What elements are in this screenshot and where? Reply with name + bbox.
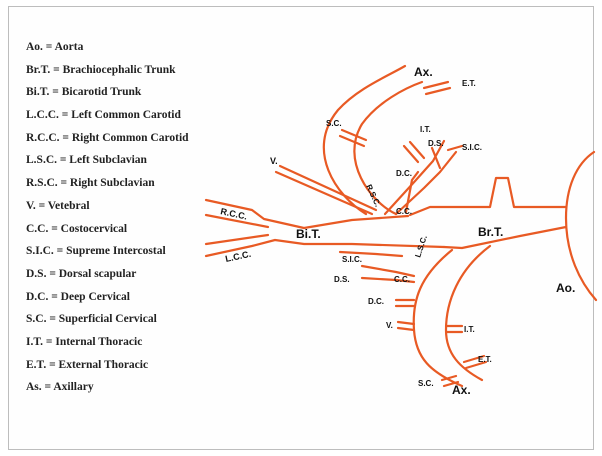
vertebral-upper-2 <box>278 164 378 212</box>
ds-top-tick <box>430 146 442 170</box>
et-top-tick <box>422 80 452 96</box>
et-bottom-tick <box>462 354 488 370</box>
label-rsc: R.S.C. <box>364 183 382 208</box>
legend-item: Br.T. = Brachiocephalic Trunk <box>26 63 176 76</box>
label-ds-top: D.S. <box>428 139 444 148</box>
label-v-bottom: V. <box>386 321 393 330</box>
lsc-inner-wall <box>444 244 492 382</box>
label-brt: Br.T. <box>478 225 503 239</box>
sic-top-tick <box>446 144 464 152</box>
sic-bottom-branch <box>338 250 404 258</box>
legend-item: L.S.C. = Left Subclavian <box>26 154 147 167</box>
legend-item: S.C. = Superficial Cervical <box>26 313 157 326</box>
label-bit: Bi.T. <box>296 227 321 241</box>
label-sc-top: S.C. <box>326 119 342 128</box>
it-top-tick <box>402 140 426 164</box>
aorta-arch <box>564 150 598 302</box>
legend-item: R.S.C. = Right Subclavian <box>26 177 155 190</box>
brachiocephalic-trunk-upper-wall <box>408 176 568 217</box>
vertebral-upper <box>274 170 374 216</box>
label-dc-top: D.C. <box>396 169 412 178</box>
sc-top-tick <box>338 128 368 148</box>
v-bottom-tick <box>396 320 416 332</box>
sc-bottom-tick <box>440 374 460 388</box>
bicarotid-trunk-lower-wall <box>204 238 446 258</box>
lcc-inner-wall <box>204 233 270 246</box>
bicarotid-trunk-upper-wall <box>204 198 410 230</box>
it-bottom-tick <box>444 324 464 334</box>
dc-bottom-tick <box>394 298 416 308</box>
label-v-top: V. <box>270 156 278 166</box>
label-ax-top: Ax. <box>414 65 433 79</box>
legend-item: R.C.C. = Right Common Carotid <box>26 131 189 144</box>
legend-item: As. = Axillary <box>26 381 94 394</box>
label-ao: Ao. <box>556 281 575 295</box>
legend-item: V. = Vetebral <box>26 199 90 212</box>
brachiocephalic-trunk-lower-wall <box>442 225 568 250</box>
vessel-outlines <box>204 64 598 388</box>
label-et-bottom: E.T. <box>478 355 492 364</box>
label-dc-bottom: D.C. <box>368 297 384 306</box>
label-it-bottom: I.T. <box>464 325 475 334</box>
legend-item: Ao. = Aorta <box>26 41 84 53</box>
legend-item: S.I.C. = Supreme Intercostal <box>26 245 166 258</box>
legend-item: E.T. = External Thoracic <box>26 358 149 371</box>
label-et-top: E.T. <box>462 79 476 88</box>
label-sic-top: S.I.C. <box>462 143 482 152</box>
legend-item: D.C. = Deep Cervical <box>26 290 130 303</box>
label-cc-top: C.C. <box>396 207 412 216</box>
legend-item: C.C. = Costocervical <box>26 222 128 235</box>
legend-item: D.S. = Dorsal scapular <box>26 267 137 280</box>
label-sic-bottom: S.I.C. <box>342 255 362 264</box>
rcc-inner-wall <box>204 213 270 229</box>
legend-item: Bi.T. = Bicarotid Trunk <box>26 86 142 99</box>
rsc-outer-wall <box>322 64 407 216</box>
label-cc-bottom: C.C. <box>394 275 410 284</box>
label-sc-bottom: S.C. <box>418 379 434 388</box>
lsc-outer-wall <box>412 248 464 388</box>
cc-top-2 <box>394 150 458 216</box>
dc-top <box>404 170 420 214</box>
label-it-top: I.T. <box>420 125 431 134</box>
ds-bottom-branch-2 <box>360 276 416 284</box>
label-ds-bottom: D.S. <box>334 275 350 284</box>
ds-bottom-branch <box>360 264 416 278</box>
legend-item: L.C.C. = Left Common Carotid <box>26 109 181 122</box>
rsc-inner-wall <box>353 80 424 216</box>
label-ax-bottom: Ax. <box>452 383 471 397</box>
vessel-labels: Ax. E.T. S.C. I.T. D.S. S.I.C. V. D.C. R… <box>220 65 576 397</box>
legend-item: I.T. = Internal Thoracic <box>26 335 143 348</box>
cc-top <box>383 139 446 216</box>
